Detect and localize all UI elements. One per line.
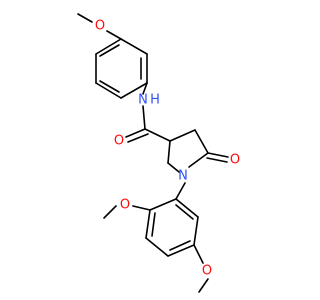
bond-ring1-f (95, 38, 122, 55)
bond-c4-c5 (194, 129, 209, 154)
bond-ring2-d (167, 244, 195, 257)
bond-amide-co-1 (125, 128, 146, 138)
bond-n-aryl-bottom (175, 182, 186, 200)
bond-lactam-co-1 (207, 152, 229, 158)
bond-amide-co-2 (127, 133, 149, 143)
bond-lactam-co-2 (206, 157, 228, 163)
molecule-structure-diagram: O N H O N O O O (77, 13, 240, 293)
bond-ring1-c (120, 82, 148, 99)
bond-ring1-a (120, 38, 148, 55)
bond-ring2-meta-o (193, 244, 204, 264)
atom-o-ortho-methoxy: O (120, 198, 130, 213)
bond-aryl-n (142, 82, 148, 95)
bond-ring1-inner-2 (99, 80, 120, 93)
bond-ring2-c (145, 237, 169, 257)
bond-ortho-o-methyl (103, 205, 117, 219)
bond-c2-c3 (167, 140, 171, 164)
bond-ring2-inner-1 (151, 212, 156, 237)
bond-c3-c4 (169, 129, 196, 142)
bond-carbonyl-c3 (144, 128, 171, 142)
bond-ring1-inner-3 (99, 44, 120, 57)
bond-ring2-ortho-o (132, 205, 151, 211)
bond-ring2-b (145, 209, 151, 239)
atom-o-meta-methoxy: O (202, 264, 212, 279)
bond-n-carbonyl-c (142, 105, 146, 130)
bond-ring1-d (95, 82, 122, 99)
bond-lines (77, 13, 229, 293)
bond-ring2-f (175, 198, 199, 218)
bond-c5-n (188, 152, 209, 168)
atom-n-ring: N (178, 169, 188, 184)
bond-ring2-inner-2 (169, 240, 191, 251)
atom-labels: O N H O N O O O (95, 19, 240, 279)
atom-h-amide: H (150, 93, 160, 108)
atom-n-amide: N (138, 93, 148, 108)
atom-o-lactam-carbonyl: O (230, 153, 240, 168)
bond-n-c2 (167, 162, 180, 173)
bond-ring2-e (193, 216, 199, 246)
bond-ring2-inner-3 (175, 204, 194, 220)
bond-methyl-o-top (77, 13, 93, 23)
atom-o-amide-carbonyl: O (114, 134, 124, 149)
atom-o-top-methoxy: O (95, 19, 105, 34)
bond-ring2-a (149, 198, 177, 211)
bond-o-aryl-top (106, 30, 122, 40)
bond-meta-o-methyl (198, 278, 209, 293)
